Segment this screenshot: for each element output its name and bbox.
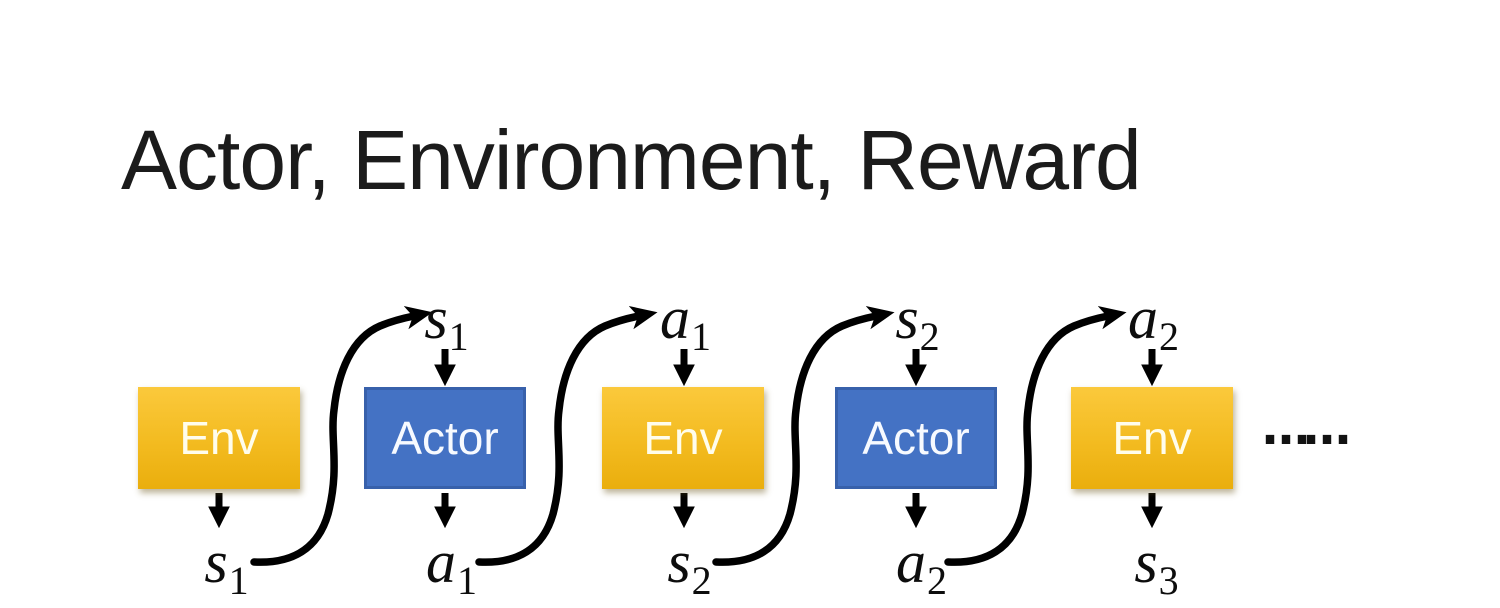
actor-box-2: Actor	[835, 387, 997, 489]
label-subscript: 1	[457, 558, 477, 603]
box-label: Env	[643, 412, 723, 464]
label-subscript: 2	[927, 558, 947, 603]
label-base: a	[896, 529, 926, 595]
actor-box-1: Actor	[364, 387, 526, 489]
label-base: a	[660, 285, 690, 351]
label-subscript: 3	[1158, 558, 1179, 603]
top-label-a1: a1	[625, 285, 745, 357]
label-base: s	[895, 285, 919, 351]
bottom-label-s3: s3	[1096, 529, 1216, 601]
label-base: a	[426, 529, 456, 595]
top-label-s1: s1	[386, 285, 506, 357]
label-subscript: 2	[691, 558, 712, 603]
label-base: s	[424, 285, 448, 351]
label-base: s	[204, 529, 228, 595]
bottom-label-a1: a1	[391, 529, 511, 601]
top-label-a2: a2	[1093, 285, 1213, 357]
label-base: s	[1134, 529, 1158, 595]
env-box-1: Env	[138, 387, 300, 489]
bottom-label-a2: a2	[861, 529, 981, 601]
env-box-2: Env	[602, 387, 764, 489]
env-box-3: Env	[1071, 387, 1233, 489]
top-label-s2: s2	[857, 285, 977, 357]
curve-arrow-1	[250, 305, 433, 566]
bottom-label-s1: s1	[166, 529, 286, 601]
ellipsis-dots: ……	[1262, 400, 1351, 456]
label-subscript: 2	[919, 314, 940, 359]
bottom-label-s2: s2	[629, 529, 749, 601]
label-base: a	[1128, 285, 1158, 351]
label-subscript: 1	[448, 314, 469, 359]
slide-title: Actor, Environment, Reward	[121, 113, 1142, 207]
box-label: Env	[179, 412, 259, 464]
box-label: Actor	[862, 412, 970, 464]
curve-arrow-3	[712, 305, 895, 566]
box-label: Env	[1112, 412, 1192, 464]
box-label: Actor	[391, 412, 499, 464]
label-base: s	[667, 529, 691, 595]
label-subscript: 1	[228, 558, 249, 603]
curve-arrow-2	[475, 305, 658, 566]
curve-arrow-4	[944, 305, 1127, 566]
label-subscript: 2	[1159, 314, 1179, 359]
label-subscript: 1	[691, 314, 711, 359]
